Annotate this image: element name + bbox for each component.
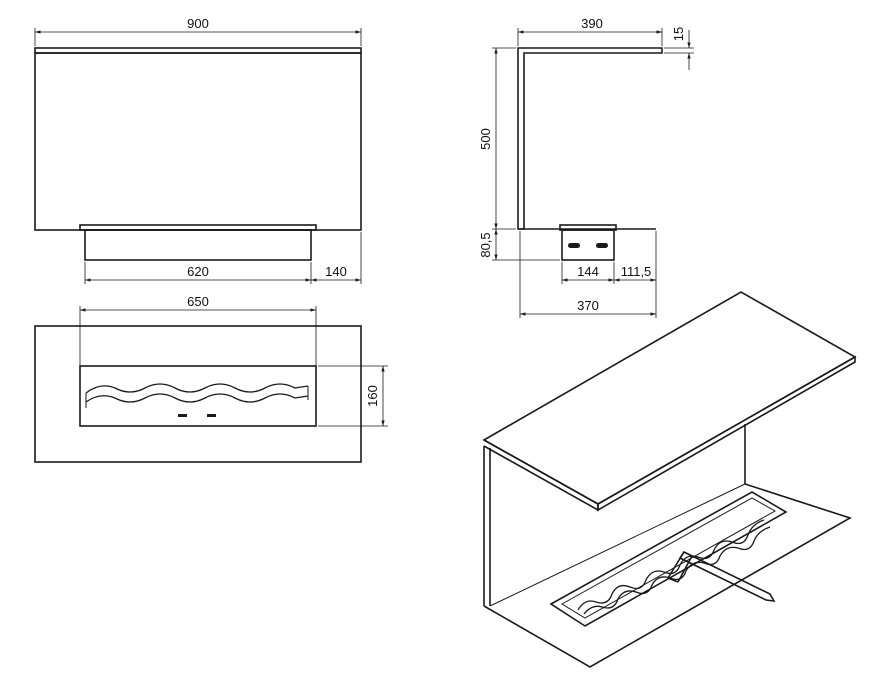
front-burner-body: [84, 229, 312, 261]
dim-900-label: 900: [187, 16, 209, 31]
dim-900: 900: [34, 16, 362, 46]
top-view: 650 160: [34, 294, 388, 463]
dim-620-label: 620: [187, 264, 209, 279]
dim-650-label: 650: [187, 294, 209, 309]
dim-370: 370: [519, 231, 656, 318]
dim-650: 650: [79, 294, 317, 366]
iso-base-back-line: [489, 483, 746, 607]
iso-burner-tray-inner: [561, 497, 777, 619]
dim-620-140: 620 140: [84, 232, 362, 284]
dim-144-111-5: 144 111,5: [561, 231, 657, 318]
dim-144-label: 144: [577, 264, 599, 279]
dim-500-label: 500: [478, 128, 493, 150]
iso-top-shelf-top-face: [482, 291, 857, 505]
front-back-panel: [34, 52, 362, 231]
iso-top-shelf-left-edge: [483, 439, 599, 512]
top-burner-outline: [79, 365, 317, 427]
side-burner-body: [561, 229, 615, 261]
top-burner-wave-upper: [85, 383, 309, 394]
side-shelf-and-panel: [517, 47, 663, 230]
top-outline: [34, 325, 362, 463]
front-view: 900 620 140: [34, 16, 362, 284]
dim-111-5-label: 111,5: [621, 264, 652, 279]
dim-80-5: 80,5: [478, 229, 560, 261]
dim-80-5-label: 80,5: [478, 232, 493, 257]
dim-15: 15: [664, 27, 694, 70]
dim-160: 160: [318, 365, 388, 427]
iso-lighter-rod: [678, 550, 776, 602]
iso-base-plate: [483, 483, 852, 668]
dim-390-label: 390: [581, 16, 603, 31]
side-burner-slot-right: [596, 243, 608, 248]
iso-burner-tray: [549, 491, 788, 627]
dim-500: 500: [478, 47, 516, 230]
iso-burner-wave: [577, 519, 765, 611]
side-view: 390 15 500 80,5 14: [478, 16, 694, 318]
dim-160-label: 160: [365, 385, 380, 407]
dim-390: 390: [517, 16, 663, 46]
top-burner-slot-left: [178, 414, 187, 417]
dim-140-label: 140: [325, 264, 347, 279]
iso-lighter-handle: [667, 551, 693, 583]
top-burner-wave-lower: [85, 393, 309, 403]
top-burner-slot-right: [207, 414, 216, 417]
iso-top-shelf-front-edge: [597, 355, 856, 512]
dim-370-label: 370: [577, 298, 599, 313]
dim-15-label: 15: [671, 27, 686, 41]
side-burner-slot-left: [568, 243, 580, 248]
isometric-view: [482, 291, 857, 668]
